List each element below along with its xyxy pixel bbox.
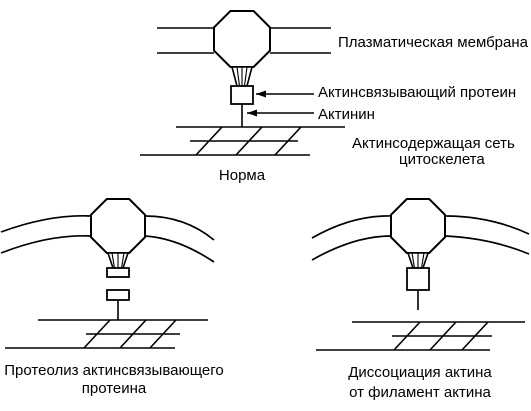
network-line-slanted [83, 319, 111, 349]
actin-binding-protein-fragment-upper [106, 267, 130, 278]
label-actin-network-line1: Актинсодержащая сеть [352, 135, 515, 152]
actin-binding-protein-box [406, 267, 430, 291]
caption-dissociation-line1: Диссоциация актина [348, 364, 492, 381]
network-line-slanted [149, 319, 177, 349]
membrane-outer-right [444, 215, 530, 235]
membrane-outer-left [0, 214, 92, 233]
label-actinin: Актинин [318, 106, 375, 123]
network-line-slanted [119, 319, 147, 349]
membrane-inner-left [0, 234, 92, 254]
caption-proteolysis-line2: протеина [82, 380, 147, 397]
network-line-slanted [393, 321, 421, 351]
actin-binding-protein-fragment-lower [106, 289, 130, 301]
membrane-outer-right [144, 215, 215, 241]
network-line-slanted [235, 126, 263, 156]
funnel-connector [230, 66, 254, 87]
network-line-slanted [274, 126, 302, 156]
membrane-outer-left [311, 215, 392, 239]
funnel-hatch [120, 252, 125, 269]
actin-network [5, 319, 208, 349]
label-actin-network-line2: цитоскелета [399, 151, 485, 168]
actin-network [316, 321, 525, 351]
membrane-protein-octagon [90, 198, 146, 254]
funnel-hatch [111, 252, 116, 269]
panel-proteolysis: Протеолиз актинсвязывающего протеина [0, 198, 224, 397]
membrane-inner-right [144, 235, 215, 263]
funnel-hatch [420, 252, 425, 269]
panel-dissociation: Диссоциация актина от филамент актина [311, 198, 530, 401]
funnel-hatch [236, 66, 241, 87]
actin-binding-protein-box [230, 85, 254, 105]
membrane-inner-left [311, 235, 392, 261]
funnel-connector [106, 252, 130, 269]
plasma-membrane [157, 27, 331, 54]
plasma-membrane [311, 215, 530, 261]
network-line-slanted [195, 126, 223, 156]
membrane-protein-octagon [390, 198, 446, 254]
membrane-inner-right [444, 235, 530, 255]
funnel-connector [406, 252, 430, 269]
funnel-hatch [243, 66, 248, 87]
network-line-slanted [429, 321, 457, 351]
membrane-protein-octagon [213, 10, 271, 68]
caption-normal: Норма [219, 167, 266, 184]
actin-network [140, 126, 345, 156]
plasma-membrane [0, 214, 215, 263]
network-line-slanted [461, 321, 489, 351]
panel-normal: Плазматическая мембрана Актинсвязывающий… [140, 10, 529, 184]
label-plasma-membrane: Плазматическая мембрана [338, 34, 529, 51]
caption-dissociation-line2: от филамент актина [349, 384, 491, 401]
caption-proteolysis-line1: Протеолиз актинсвязывающего [4, 362, 223, 379]
label-actin-binding-protein: Актинсвязывающий протеин [318, 84, 516, 101]
funnel-hatch [411, 252, 416, 269]
